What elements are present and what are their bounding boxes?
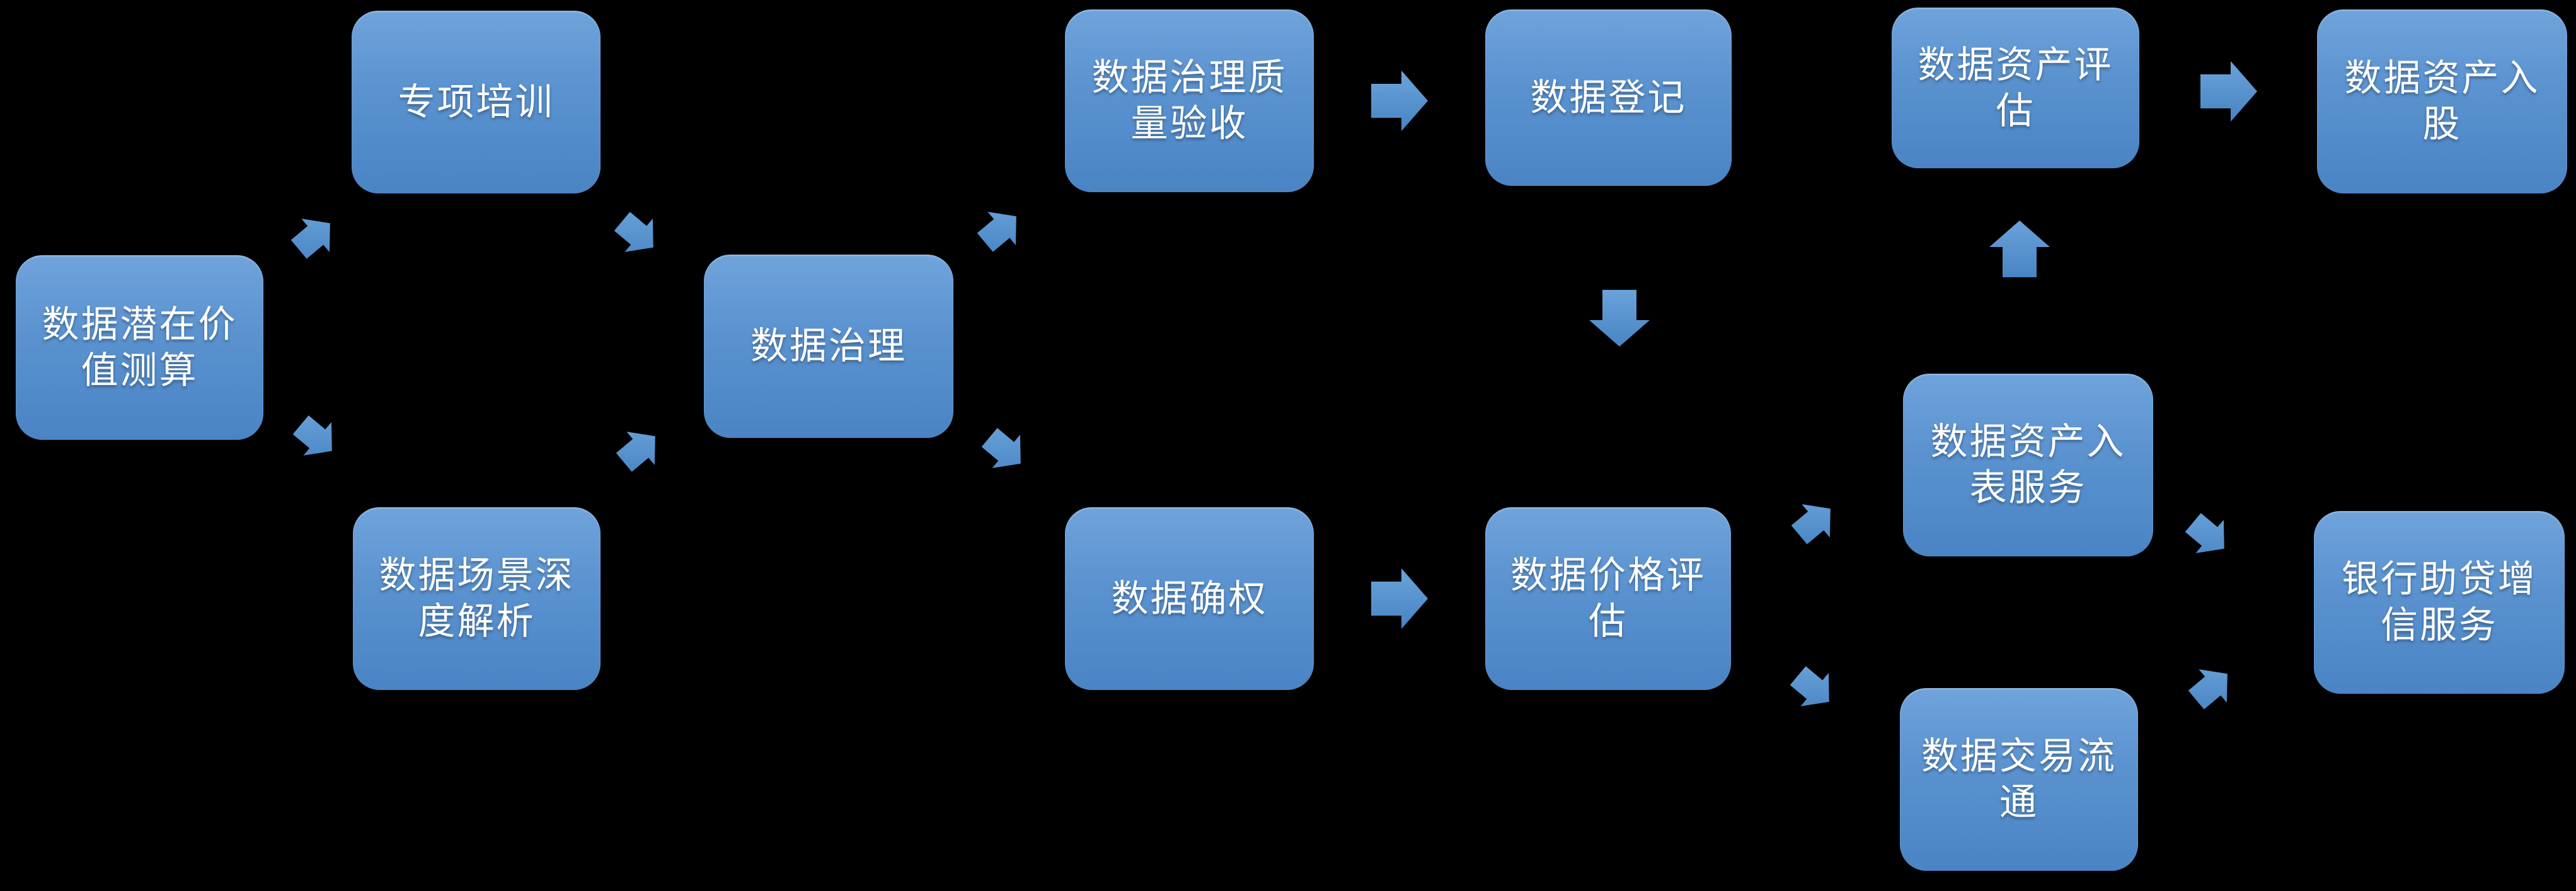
arrow-right-icon — [1371, 568, 1428, 629]
node-label: 数据潜在价 值测算 — [42, 303, 238, 391]
node-label: 银行助贷增 信服务 — [2341, 558, 2537, 646]
arrow-down-right-icon — [2185, 513, 2224, 553]
arrow-down-icon — [1589, 290, 1650, 347]
arrow-up-right-icon — [1791, 504, 1831, 544]
node-label: 数据登记 — [1530, 76, 1687, 118]
arrow-down-right-icon — [1790, 666, 1829, 706]
arrow-right-icon — [2200, 61, 2257, 122]
arrow-up-right-icon — [616, 432, 655, 472]
arrow-up-right-icon — [2188, 669, 2228, 710]
node-special-training: 专项培训 — [352, 11, 601, 193]
node-governance-quality-check: 数据治理质 量验收 — [1065, 9, 1314, 192]
arrow-down-right-icon — [614, 212, 653, 252]
node-label: 数据交易流 通 — [1921, 735, 2117, 823]
node-label: 数据资产评 估 — [1918, 43, 2113, 132]
arrow-up-right-icon — [290, 219, 330, 259]
node-data-potential-value-calc: 数据潜在价 值测算 — [16, 255, 263, 440]
node-data-trading-circulation: 数据交易流 通 — [1900, 688, 2138, 871]
node-data-registration: 数据登记 — [1485, 9, 1732, 186]
node-label: 数据资产入 股 — [2344, 57, 2540, 145]
node-label: 数据确权 — [1111, 577, 1268, 619]
node-label: 数据场景深 度解析 — [379, 555, 575, 642]
arrow-right-icon — [1371, 71, 1428, 131]
node-bank-loan-credit-service: 银行助贷增 信服务 — [2314, 511, 2565, 694]
node-data-governance: 数据治理 — [704, 255, 953, 438]
node-data-price-evaluation: 数据价格评 估 — [1485, 507, 1731, 690]
node-data-scenario-analysis: 数据场景深 度解析 — [353, 507, 601, 690]
arrow-down-right-icon — [981, 428, 1021, 468]
node-label: 数据资产入 表服务 — [1930, 421, 2126, 509]
arrow-down-right-icon — [292, 415, 332, 456]
node-asset-bookkeeping-service: 数据资产入 表服务 — [1903, 374, 2153, 556]
node-label: 数据价格评 估 — [1510, 555, 1706, 642]
node-data-asset-equity: 数据资产入 股 — [2317, 9, 2567, 193]
arrow-up-icon — [1989, 221, 2050, 277]
node-label: 专项培训 — [398, 81, 555, 123]
arrow-up-right-icon — [977, 212, 1016, 252]
node-data-rights-confirmation: 数据确权 — [1065, 507, 1314, 690]
node-label: 数据治理 — [750, 325, 907, 367]
node-label: 数据治理质 量验收 — [1091, 57, 1287, 144]
node-data-asset-evaluation: 数据资产评 估 — [1892, 8, 2139, 168]
